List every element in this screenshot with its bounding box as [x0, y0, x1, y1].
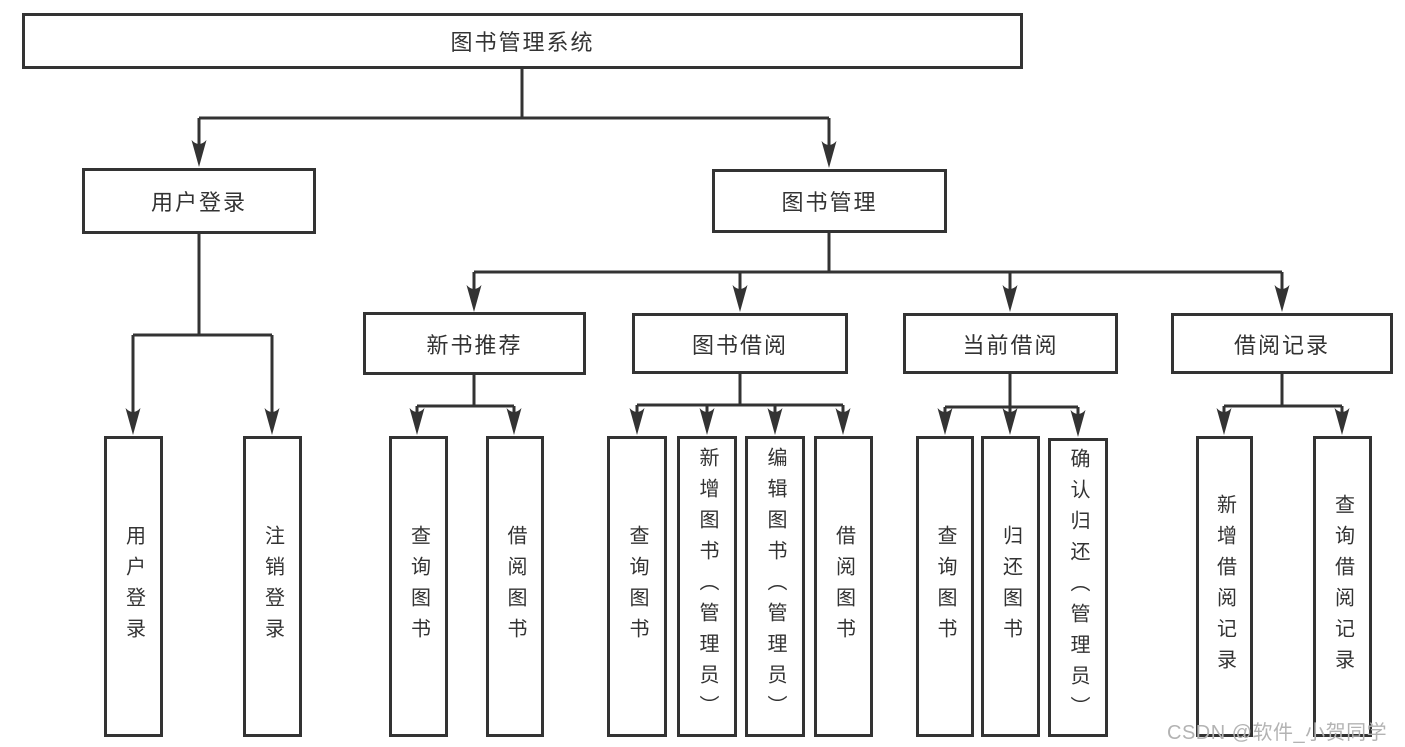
node-library-system: 图书管理系统	[22, 13, 1023, 69]
leaf-borrow-books: 借阅图书	[814, 436, 873, 737]
node-label: 归还图书	[999, 524, 1022, 649]
leaf-query-books-borrow: 查询图书	[607, 436, 667, 737]
node-label: 借阅图书	[832, 524, 855, 649]
node-label: 图书管理	[781, 190, 878, 215]
node-user-login: 用户登录	[82, 168, 316, 234]
node-book-borrow: 图书借阅	[632, 313, 848, 374]
node-label: 借阅记录	[1233, 332, 1330, 358]
leaf-confirm-return-admin: 确认归还（管理员）	[1048, 438, 1108, 737]
leaf-add-books-admin: 新增图书（管理员）	[677, 436, 737, 737]
node-label: 图书管理系统	[450, 30, 595, 55]
node-label: 当前借阅	[962, 332, 1059, 358]
leaf-return-books: 归还图书	[981, 436, 1040, 737]
node-new-book-recommend: 新书推荐	[363, 312, 586, 375]
node-label: 图书借阅	[691, 332, 788, 358]
node-label: 新书推荐	[426, 332, 523, 358]
leaf-borrow-books-recommend: 借阅图书	[486, 436, 544, 737]
node-label: 确认归还（管理员）	[1067, 448, 1089, 727]
leaf-query-books-recommend: 查询图书	[389, 436, 448, 737]
node-label: 新增借阅记录	[1213, 493, 1236, 680]
csdn-watermark: CSDN @软件_小贺同学	[1167, 722, 1388, 744]
node-borrow-records: 借阅记录	[1171, 313, 1393, 374]
leaf-add-borrow-record: 新增借阅记录	[1196, 436, 1253, 737]
node-book-management: 图书管理	[712, 169, 947, 233]
node-label: 查询图书	[934, 524, 956, 649]
node-label: 编辑图书（管理员）	[764, 447, 786, 726]
leaf-query-borrow-record: 查询借阅记录	[1313, 436, 1372, 737]
leaf-query-books-current: 查询图书	[916, 436, 974, 737]
node-label: 查询借阅记录	[1331, 493, 1354, 680]
node-label: 用户登录	[122, 524, 145, 649]
node-label: 借阅图书	[504, 524, 526, 649]
node-current-borrow: 当前借阅	[903, 313, 1118, 374]
node-label: 注销登录	[261, 524, 284, 649]
node-label: 查询图书	[626, 524, 648, 649]
node-label: 新增图书（管理员）	[696, 447, 718, 726]
node-label: 用户登录	[150, 190, 247, 215]
leaf-logout-login: 注销登录	[243, 436, 302, 737]
node-label: 查询图书	[407, 524, 430, 649]
leaf-edit-books-admin: 编辑图书（管理员）	[745, 436, 805, 737]
leaf-user-login: 用户登录	[104, 436, 163, 737]
